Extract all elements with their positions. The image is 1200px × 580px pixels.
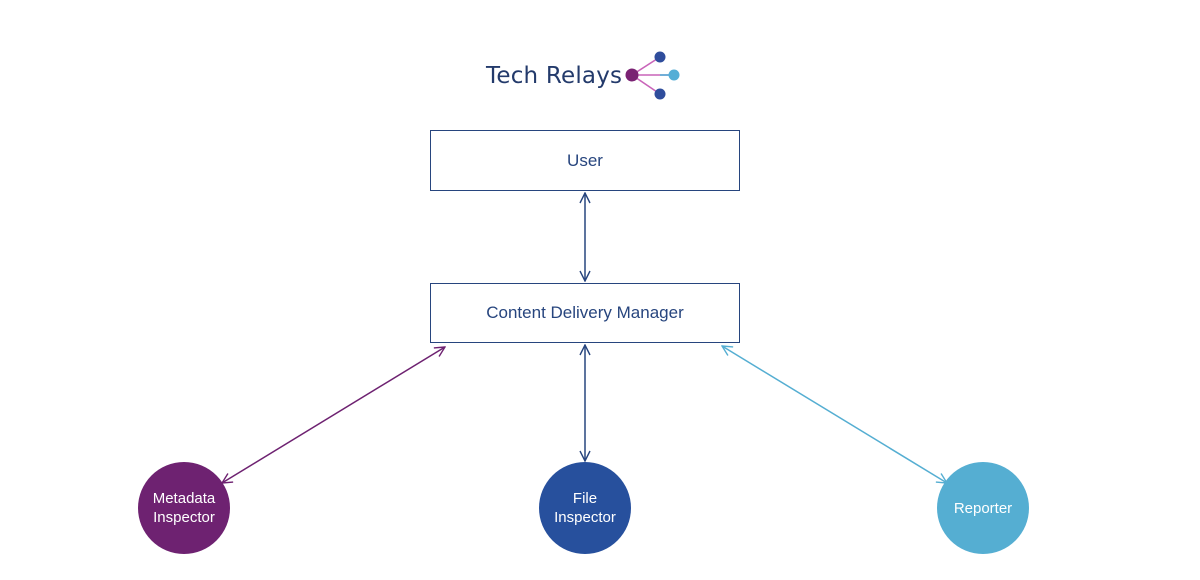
node-metadata-inspector: Metadata Inspector [138,462,230,554]
node-content-delivery-manager: Content Delivery Manager [430,283,740,343]
node-reporter-label: Reporter [953,499,1013,517]
node-content-delivery-manager-label: Content Delivery Manager [486,303,684,322]
node-metadata-inspector-label: Metadata Inspector [152,490,216,526]
relay-nodes-icon [625,51,680,100]
node-reporter: Reporter [937,462,1029,554]
logo: Tech Relays [486,48,684,104]
logo-text: Tech Relays [486,62,623,89]
node-user-label: User [567,150,603,170]
node-user: User [430,130,740,191]
node-file-inspector-label: File Inspector [554,490,616,526]
node-file-inspector: File Inspector [539,462,631,554]
edge-cdm-metadata-inspector [222,347,445,483]
edge-cdm-reporter [722,346,947,483]
